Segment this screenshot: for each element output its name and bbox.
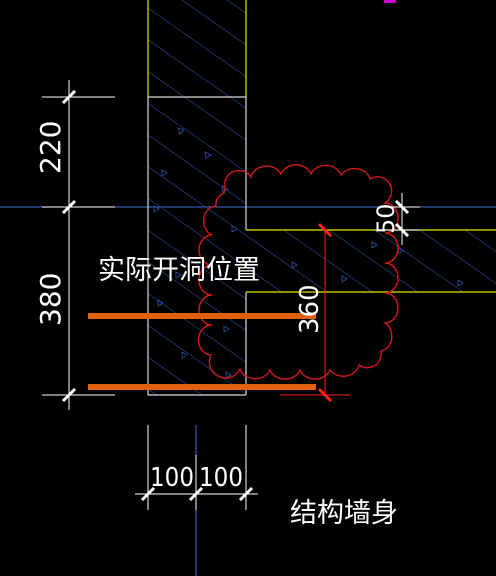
dimension-tick-icon [317,387,333,403]
dimension-220-label: 220 [34,121,67,174]
dimension-tick-icon [394,199,410,215]
structural-slab-horizontal[interactable] [246,229,496,293]
dimension-50-label: 50 [372,203,400,234]
actual-opening-label: 实际开洞位置 [98,255,260,286]
dimension-tick-icon [188,486,204,502]
dimension-tick-icon [61,89,77,105]
dimension-tick-icon [238,486,254,502]
dimension-tick-icon [61,387,77,403]
dimension-tick-icon [140,486,156,502]
dimension-tick-icon [317,222,333,238]
right-dimension-50[interactable]: 50 [372,193,420,245]
dimension-tick-icon [394,222,410,238]
magenta-fragment [384,0,396,3]
opening-bottom-marker[interactable] [88,384,316,390]
dimension-100-left-label: 100 [150,463,194,493]
opening-height-dimension[interactable]: 360 [280,222,350,403]
dimension-360-label: 360 [295,284,325,334]
bottom-horizontal-dimension[interactable]: 100 100 [135,425,258,510]
concrete-aggregate-marks [153,127,464,379]
structural-wall-vertical[interactable] [147,0,247,396]
left-vertical-dimension-chain[interactable]: 220 380 [34,80,115,410]
structural-wall-label: 结构墙身 [290,498,398,529]
dimension-380-label: 380 [34,273,67,326]
dimension-100-right-label: 100 [199,463,243,493]
opening-top-marker[interactable] [88,313,316,319]
revision-cloud-icon[interactable] [197,164,399,380]
dimension-tick-icon [61,199,77,215]
